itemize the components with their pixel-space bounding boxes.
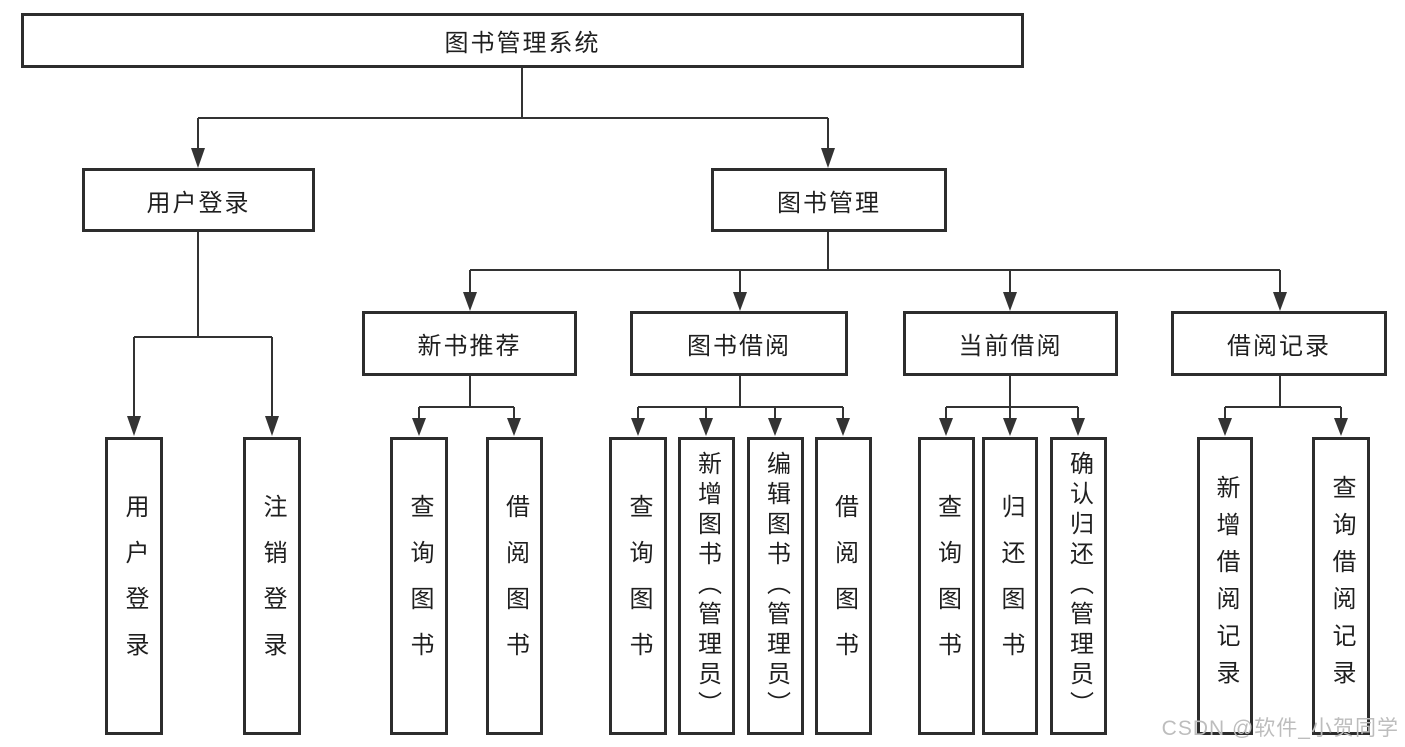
leaf-add-borrow-record: 新增借阅记录 (1197, 437, 1253, 735)
node-book-management: 图书管理 (711, 168, 947, 232)
leaf-borrow-books-1: 借阅图书 (486, 437, 543, 735)
leaf-logout: 注销登录 (243, 437, 301, 735)
node-root: 图书管理系统 (21, 13, 1024, 68)
leaf-query-books-1: 查询图书 (390, 437, 448, 735)
node-new-book-recommendation: 新书推荐 (362, 311, 577, 376)
node-book-borrowing: 图书借阅 (630, 311, 848, 376)
leaf-query-books-3: 查询图书 (918, 437, 975, 735)
leaf-edit-book-admin: 编辑图书（管理员） (747, 437, 804, 735)
leaf-add-book-admin: 新增图书（管理员） (678, 437, 735, 735)
arrowheads (127, 148, 1348, 436)
node-borrowing-records: 借阅记录 (1171, 311, 1387, 376)
leaf-borrow-books-2: 借阅图书 (815, 437, 872, 735)
node-user-login: 用户登录 (82, 168, 315, 232)
csdn-watermark: CSDN @软件_小贺同学 (1161, 717, 1399, 740)
leaf-confirm-return-admin: 确认归还（管理员） (1050, 437, 1107, 735)
node-current-borrowing: 当前借阅 (903, 311, 1118, 376)
leaf-query-borrow-record: 查询借阅记录 (1312, 437, 1370, 735)
leaf-user-login: 用户登录 (105, 437, 163, 735)
leaf-query-books-2: 查询图书 (609, 437, 667, 735)
leaf-return-books: 归还图书 (982, 437, 1038, 735)
